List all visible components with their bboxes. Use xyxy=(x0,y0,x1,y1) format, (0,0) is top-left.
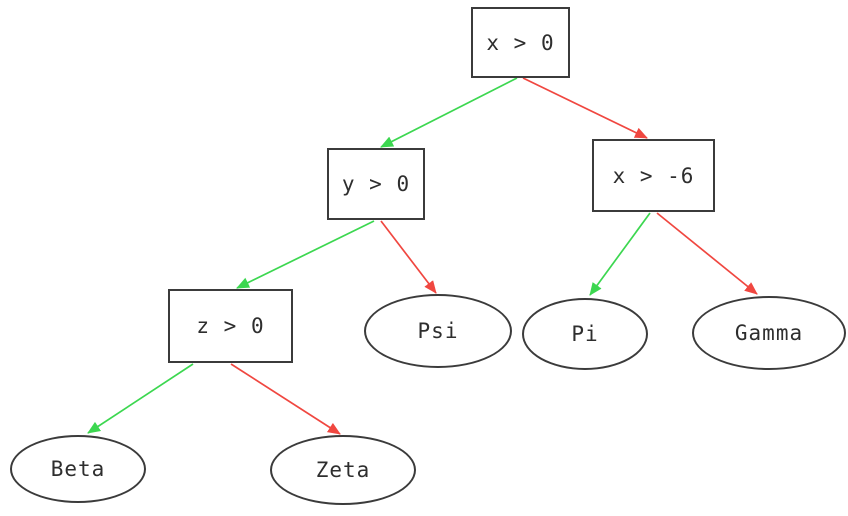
node-y-gt-0: y > 0 xyxy=(327,148,425,220)
leaf-psi: Psi xyxy=(364,294,512,368)
leaf-gamma-label: Gamma xyxy=(734,321,804,345)
node-x-gt-neg6: x > -6 xyxy=(592,139,715,212)
node-x-gt-0: x > 0 xyxy=(471,7,570,78)
edge-root-to-xm6-false xyxy=(522,77,648,139)
edge-z0-to-zeta-false xyxy=(230,363,341,435)
leaf-psi-label: Psi xyxy=(417,319,459,343)
edge-y0-to-z0-true xyxy=(236,220,375,289)
leaf-beta: Beta xyxy=(10,435,146,503)
node-y-gt-0-label: y > 0 xyxy=(341,172,411,196)
leaf-pi-label: Pi xyxy=(571,322,599,346)
node-z-gt-0-label: z > 0 xyxy=(196,314,265,338)
leaf-beta-label: Beta xyxy=(50,457,106,481)
leaf-gamma: Gamma xyxy=(692,296,846,370)
leaf-pi: Pi xyxy=(522,298,648,370)
edge-z0-to-beta-true xyxy=(87,363,194,434)
node-x-gt-0-label: x > 0 xyxy=(486,30,555,55)
node-z-gt-0: z > 0 xyxy=(168,289,293,363)
edge-xm6-to-gamma-false xyxy=(656,212,758,295)
edge-y0-to-psi-false xyxy=(380,220,437,294)
edge-root-to-y0-true xyxy=(380,77,518,148)
leaf-zeta-label: Zeta xyxy=(315,458,371,482)
edge-xm6-to-pi-true xyxy=(589,212,651,296)
leaf-zeta: Zeta xyxy=(270,435,416,505)
node-x-gt-neg6-label: x > -6 xyxy=(612,163,695,188)
